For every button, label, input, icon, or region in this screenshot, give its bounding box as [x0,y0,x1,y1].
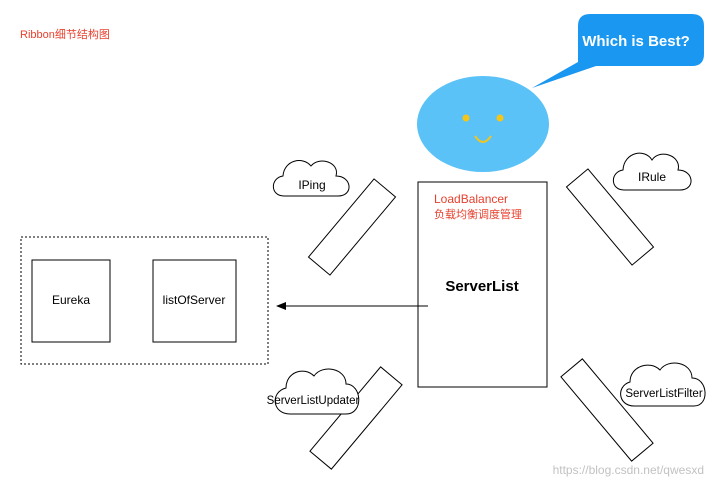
lower-right-leg [560,358,654,462]
serverlistfilter-label: ServerListFilter [625,388,702,400]
speech-bubble-text: Which is Best? [582,33,690,50]
iping-label: IPing [298,178,325,192]
loadbalancer-label: LoadBalancer [434,192,508,206]
smiley-face [417,76,549,172]
serverlistupdater-label: ServerListUpdater [267,395,360,407]
eureka-box [31,259,111,343]
upper-left-arm [307,178,397,276]
listofserver-label: listOfServer [163,293,226,307]
upper-right-arm [565,168,655,266]
serverlistupdater-cloud-shape [274,368,360,415]
watermark-text: https://blog.csdn.net/qwesxd [553,463,704,477]
iping-cloud-shape [272,160,350,197]
right-eye [496,114,504,122]
serverlist-box-rect [417,181,548,388]
serverlistupdater-cloud: ServerListUpdater [267,368,360,415]
serverlist-label: ServerList [445,278,518,295]
serverlist-box: LoadBalancer 负载均衡调度管理 ServerList [417,181,548,388]
server-source-group: Eureka listOfServer [20,236,269,365]
serverlistfilter-cloud-shape [620,362,706,407]
diagram-title: Ribbon细节结构图 [20,27,110,41]
irule-cloud-shape [612,152,692,191]
speech-bubble-shape [532,14,704,88]
irule-cloud: IRule [612,152,692,191]
eureka-label: Eureka [52,293,90,307]
iping-cloud: IPing [272,160,350,197]
left-eye [462,114,470,122]
smile-mouth [474,135,492,143]
face-circle [417,76,549,172]
loadbalancer-subtitle: 负载均衡调度管理 [434,207,522,221]
irule-label: IRule [638,170,666,184]
server-source-dashed-border [20,236,269,365]
listofserver-box [152,259,237,343]
serverlistfilter-cloud: ServerListFilter [620,362,706,407]
speech-bubble: Which is Best? [532,14,704,88]
